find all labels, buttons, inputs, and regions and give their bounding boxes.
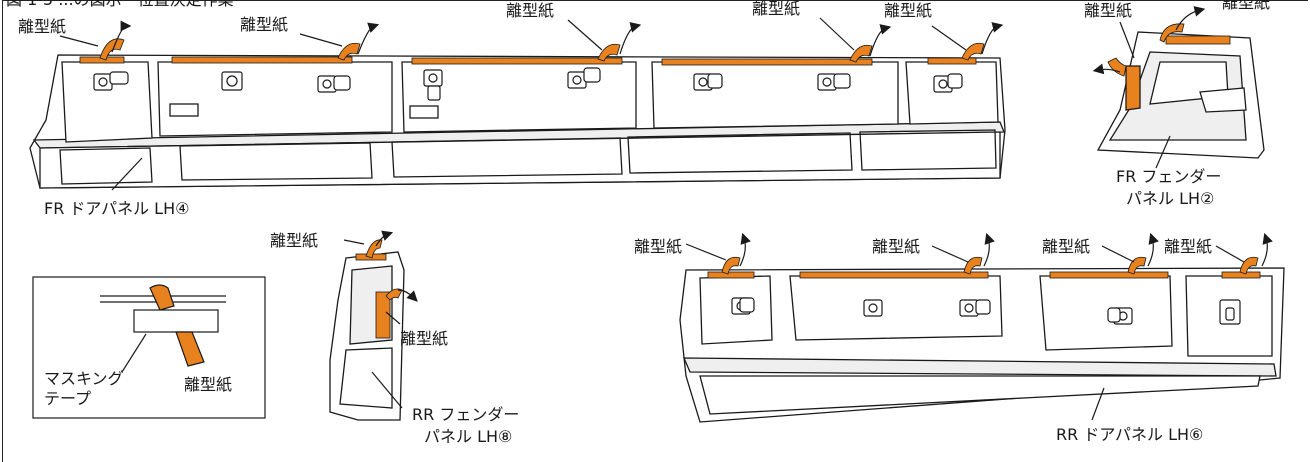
fr-door-release-paper xyxy=(79,38,985,66)
rr-fender-arrows xyxy=(343,230,418,409)
figure-left-border xyxy=(2,0,3,462)
masking-tape-label-line2: テープ xyxy=(44,389,92,408)
rr-door-arrows xyxy=(685,232,1273,421)
rr-door-panel-label: RR ドアパネル LH⑥ xyxy=(1056,425,1204,444)
rr-fender-panel xyxy=(329,251,405,421)
fr-fender-label-line2: パネル LH② xyxy=(1126,189,1215,208)
release-paper-label: 離型紙 xyxy=(240,15,289,34)
fr-fender-panel xyxy=(1096,31,1265,159)
fr-fender-label-line1: FR フェンダー xyxy=(1116,167,1222,186)
masking-tape-label-line1: マスキング xyxy=(44,369,124,388)
release-paper-label: 離型紙 xyxy=(752,0,801,18)
release-paper-label: 離型紙 xyxy=(1164,237,1213,256)
release-paper-label: 離型紙 xyxy=(1222,0,1271,12)
rr-fender-label-line1: RR フェンダー xyxy=(412,405,520,424)
fr-fender-release-paper xyxy=(1107,23,1231,77)
figure-top-border xyxy=(2,0,1308,1)
fr-door-arrows xyxy=(59,17,1004,191)
fr-door-panel-label: FR ドアパネル LH④ xyxy=(44,199,190,218)
rr-door-release-paper xyxy=(707,256,1261,279)
release-paper-label: 離型紙 xyxy=(18,17,67,36)
figure-title: 図 1-5 ...の図示・位置決定作業 xyxy=(6,0,234,9)
release-paper-label: 離型紙 xyxy=(1042,237,1091,256)
release-paper-label: 離型紙 xyxy=(634,237,683,256)
rr-door-panel xyxy=(679,267,1285,423)
release-paper-label: 離型紙 xyxy=(884,1,933,20)
release-paper-label: 離型紙 xyxy=(1084,1,1133,20)
fr-fender-arrows xyxy=(1092,6,1206,169)
rr-fender-release-paper xyxy=(355,239,403,339)
fr-door-panel xyxy=(29,54,1006,189)
inset-box xyxy=(32,276,266,419)
rr-fender-label-line2: パネル LH⑧ xyxy=(424,427,513,446)
release-paper-label: 離型紙 xyxy=(400,329,449,348)
inset-masking-tape-detail xyxy=(100,284,226,373)
rr-door-clips xyxy=(731,297,1241,325)
release-paper-label: 離型紙 xyxy=(184,375,233,394)
release-paper-label: 離型紙 xyxy=(270,231,319,250)
release-paper-label: 離型紙 xyxy=(506,1,555,20)
release-paper-label: 離型紙 xyxy=(872,237,921,256)
